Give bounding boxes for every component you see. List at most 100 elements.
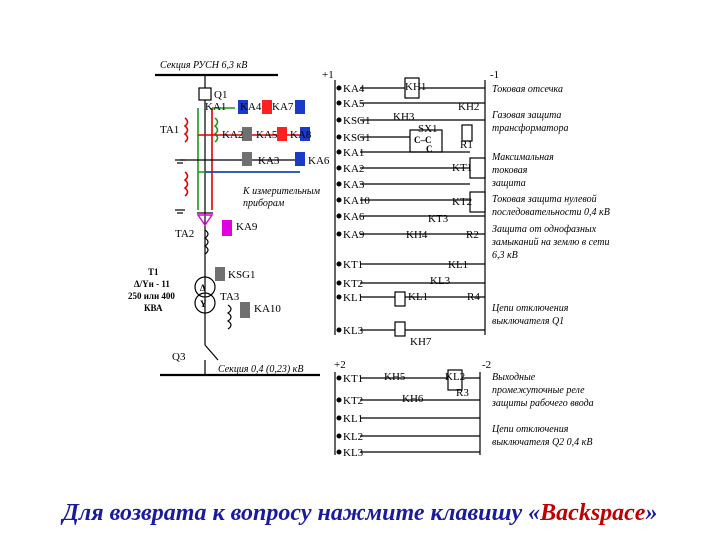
kh7-box: [394, 321, 406, 337]
contact-label: KL2: [343, 431, 363, 443]
svg-text:KA4: KA4: [240, 101, 262, 113]
t1-star-icon: Y: [200, 299, 207, 309]
t1-delta-icon: Δ: [200, 283, 206, 293]
sx1-c2: C: [426, 144, 433, 154]
description-line: Токовая защита нулевой: [492, 194, 597, 205]
description-line: защита: [491, 178, 526, 189]
t1-name: T1: [148, 267, 159, 277]
minus1-label: -1: [490, 69, 499, 81]
t1-unit: КВА: [144, 303, 163, 313]
kt2-label: KT2: [452, 196, 472, 208]
breaker-q1: [198, 87, 212, 101]
ka6-coil: KA6: [295, 152, 330, 167]
contact-dot: [336, 327, 342, 333]
contact-dot: [336, 100, 342, 106]
contact-dot: [336, 261, 342, 267]
description-line: выключателя Q1: [492, 316, 564, 327]
kh4-label: KH4: [406, 229, 428, 241]
svg-text:KA3: KA3: [258, 155, 280, 167]
ta1-coil-1: [183, 117, 189, 143]
ka8-coil: KA8: [290, 127, 312, 141]
contact-label: KT1: [343, 259, 363, 271]
ta1-label: TA1: [160, 124, 179, 136]
r4-label: R4: [467, 291, 480, 303]
description-line: токовая: [492, 165, 528, 176]
ka4-coil: KA4: [240, 100, 272, 114]
contact-label: KA4: [343, 83, 365, 95]
bus-04-label: Секция 0,4 (0,23) кВ: [218, 364, 303, 375]
ka5-coil: KA5: [256, 127, 287, 141]
footer-text-after: »: [645, 500, 658, 526]
minus2-label: -2: [482, 359, 491, 371]
contact-dot: [336, 85, 342, 91]
kl1-label: KL1: [448, 259, 468, 271]
return-instruction: Для возврата к вопросу нажмите клавишу «…: [0, 500, 720, 527]
ta1-coil-2: [213, 117, 219, 143]
ka2-coil: KA2: [222, 127, 252, 141]
ka3-coil: KA3: [242, 152, 280, 167]
description-line: промежуточные реле: [492, 385, 585, 396]
ksg1-label: KSG1: [228, 269, 256, 281]
contact-dot: [336, 415, 342, 421]
contact-dot: [336, 280, 342, 286]
kh3-label: KH3: [393, 111, 415, 123]
contact-dot: [336, 397, 342, 403]
contact-label: KA1: [343, 147, 364, 159]
ka9-coil: [222, 220, 232, 236]
contact-dot: [336, 134, 342, 140]
breaker-q3: [204, 344, 219, 361]
contact-label: KSG1: [343, 115, 371, 127]
bus-title: Секция РУСН 6,3 кВ: [160, 60, 247, 71]
to-instruments-1: К измерительным: [242, 186, 321, 197]
description-line: последовательности 0,4 кВ: [492, 207, 610, 218]
contact-label: KA10: [343, 195, 370, 207]
ka10-coil: [240, 302, 250, 318]
contact-dot: [336, 375, 342, 381]
svg-text:KA6: KA6: [308, 155, 330, 167]
kt2-coil: [469, 191, 486, 213]
description-line: Максимальная: [491, 152, 554, 163]
contact-dot: [336, 117, 342, 123]
kh2-label: KH2: [458, 101, 479, 113]
kt1-coil: [469, 157, 486, 179]
contact-dot: [336, 294, 342, 300]
contact-label: KT2: [343, 395, 363, 407]
contact-label: KT2: [343, 278, 363, 290]
contact-dot: [336, 149, 342, 155]
kh5-label: KH5: [384, 371, 406, 383]
contact-label: KL3: [343, 325, 364, 337]
description-line: 6,3 кВ: [492, 250, 518, 261]
q1-label: Q1: [214, 89, 227, 101]
contact-label: KT1: [343, 373, 363, 385]
contact-label: KA3: [343, 179, 365, 191]
svg-text:KA8: KA8: [290, 129, 312, 141]
plus1-label: +1: [322, 69, 334, 81]
ka1-coil: KA1: [205, 100, 248, 114]
description-line: Цепи отключения: [491, 303, 569, 314]
r3-label: R3: [456, 387, 469, 399]
contact-label: KA2: [343, 163, 364, 175]
contact-label: KA9: [343, 229, 365, 241]
contact-dot: [336, 213, 342, 219]
description-line: замыканий на землю в сети: [491, 237, 609, 248]
kl2-coil: [447, 369, 463, 391]
contact-label: KL1: [343, 292, 363, 304]
contact-dot: [336, 449, 342, 455]
ta3-coil: [226, 304, 232, 330]
description-line: Выходные: [492, 372, 536, 383]
kl1b-label: KL1: [408, 291, 428, 303]
contact-dot: [336, 433, 342, 439]
svg-text:KA7: KA7: [272, 101, 294, 113]
svg-text:KA1: KA1: [205, 101, 226, 113]
ksg1-relay: [215, 267, 225, 281]
kl3-label: KL3: [430, 275, 451, 287]
sx1-label: SX1: [418, 123, 438, 135]
relay-protection-diagram: Секция РУСН 6,3 кВ Q1 TA1 KA1 KA4 KA7 KA…: [128, 60, 610, 459]
kt3-label: KT3: [428, 213, 449, 225]
contact-label: KL3: [343, 447, 364, 459]
description-line: защиты рабочего ввода: [491, 398, 594, 409]
r1-label: R1: [460, 139, 473, 151]
description-line: Цепи отключения: [491, 424, 569, 435]
svg-text:KA2: KA2: [222, 129, 243, 141]
